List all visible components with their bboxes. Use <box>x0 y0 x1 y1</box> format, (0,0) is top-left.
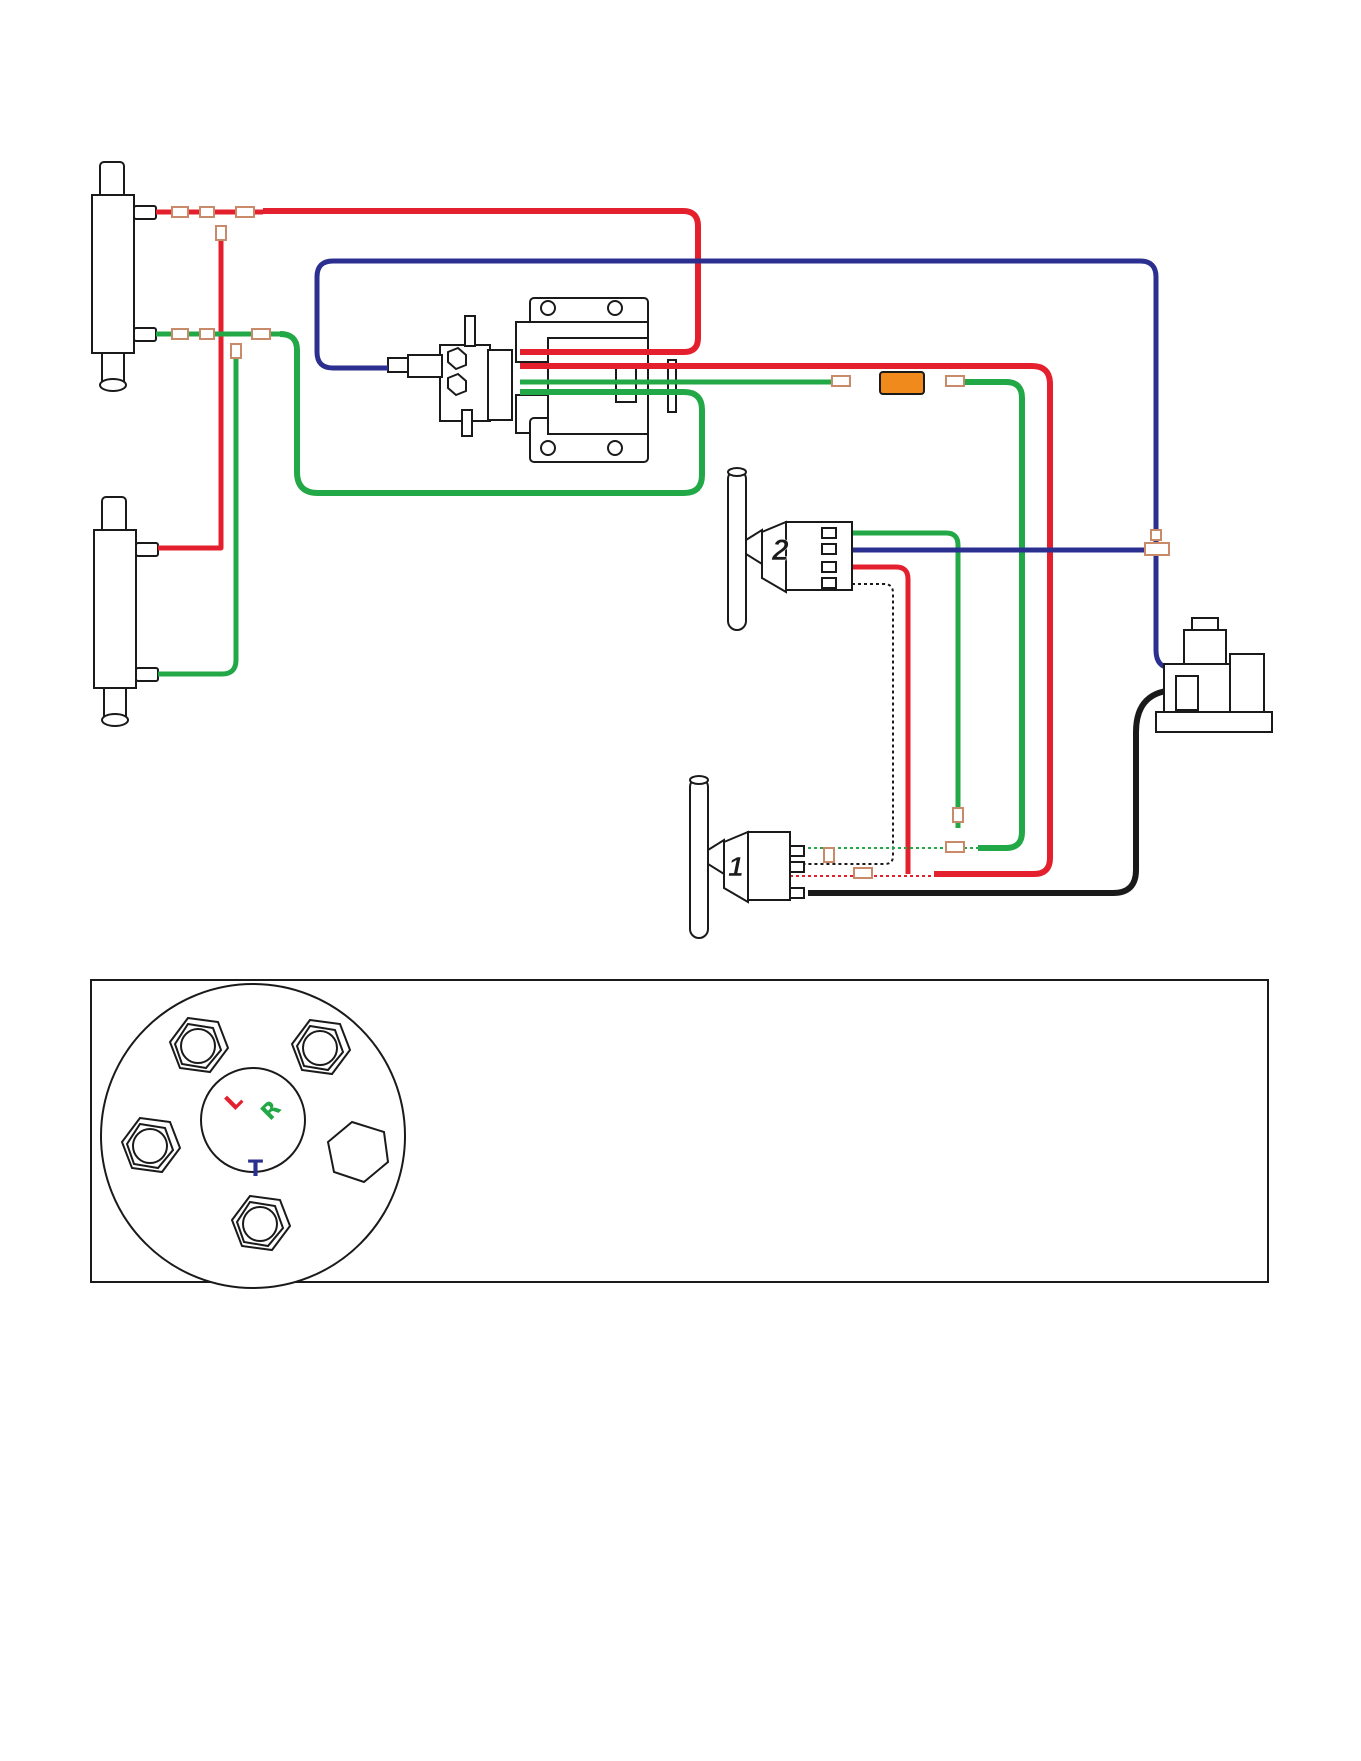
reservoir-power-unit <box>1156 618 1272 732</box>
green-line-cyl-crossover <box>158 350 236 674</box>
red-line-helm2-to-helm1 <box>852 567 908 874</box>
steering-cylinder-upper <box>92 162 156 391</box>
green-line-helm2-to-helm1 <box>852 533 958 828</box>
helm-station-1 <box>690 776 804 938</box>
green-line-valve-to-helm1 <box>960 382 1022 848</box>
red-line-cyl-crossover <box>158 225 221 548</box>
helm-station-2 <box>728 468 852 630</box>
port-mark-tank: T <box>248 1157 263 1182</box>
helm-2-label: 2 <box>771 534 789 567</box>
steering-cylinder-lower <box>94 497 158 726</box>
black-line-reservoir-to-helm1 <box>808 690 1178 893</box>
in-line-valve <box>880 372 924 394</box>
helm-1-label: 1 <box>728 851 744 882</box>
black-dotted-line-helm2-to-helm1 <box>804 584 893 864</box>
